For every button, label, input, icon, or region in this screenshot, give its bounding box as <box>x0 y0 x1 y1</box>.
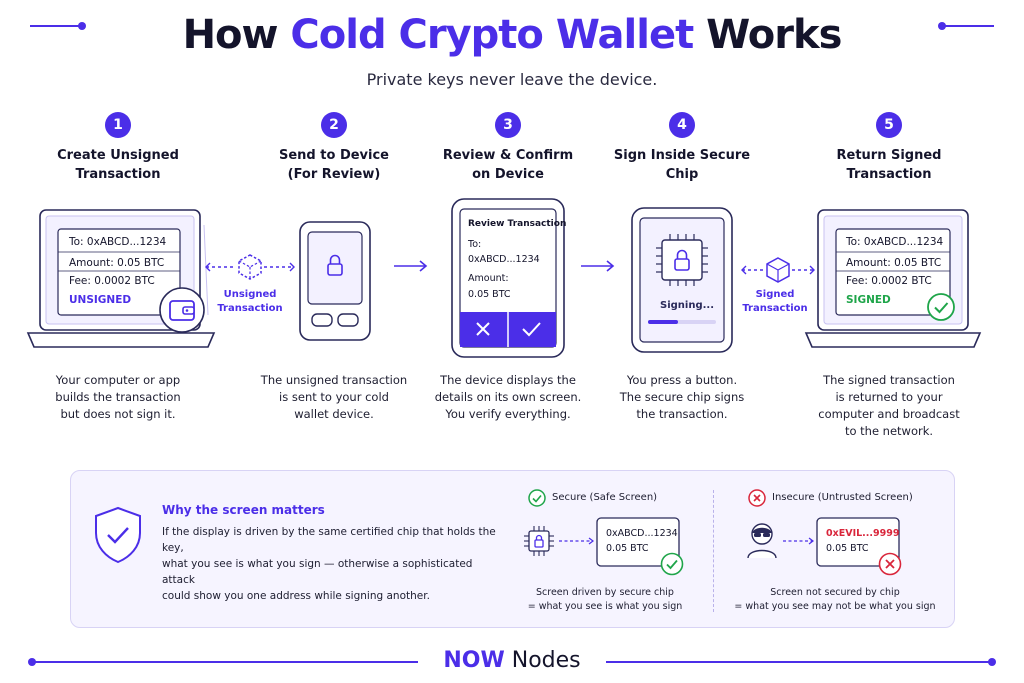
laptop5-to: To: 0xABCD...1234 <box>846 236 944 248</box>
laptop1-amount: Amount: 0.05 BTC <box>69 257 165 269</box>
step-2-number: 2 <box>321 112 347 138</box>
signed-transfer-connector <box>741 257 815 283</box>
insecure-address: 0xEVIL...9999 <box>826 528 900 539</box>
laptop1-to: To: 0xABCD...1234 <box>69 236 167 248</box>
decor-dot-top-left <box>78 22 86 30</box>
device4-signing-label: Signing... <box>660 300 715 311</box>
decor-dot-bottom-right <box>988 658 996 666</box>
laptop5-status: SIGNED <box>846 294 891 306</box>
secure-check-icon <box>528 489 546 507</box>
device-review-illustration <box>451 198 565 358</box>
why-body: If the display is driven by the same cer… <box>162 526 496 602</box>
laptop5-fee: Fee: 0.0002 BTC <box>846 275 932 287</box>
step-4-description: You press a button.The secure chip signs… <box>619 373 745 421</box>
shield-check-icon <box>95 506 141 564</box>
decor-line-bottom-right <box>606 661 990 663</box>
arrow-step2-to-step3 <box>394 260 428 272</box>
page-title: How Cold Crypto Wallet Works <box>182 12 843 58</box>
decor-line-top-right <box>944 25 994 27</box>
laptop1-status: UNSIGNED <box>69 294 132 306</box>
secure-caption: Screen driven by secure chip= what you s… <box>527 587 683 612</box>
secure-verified-icon <box>660 552 684 576</box>
laptop1-fee: Fee: 0.0002 BTC <box>69 275 155 287</box>
device3-to-value: 0xABCD...1234 <box>468 254 540 265</box>
wallet-icon <box>159 287 205 333</box>
insecure-connector <box>783 537 814 545</box>
secure-chip-icon <box>524 526 554 556</box>
laptop5-amount: Amount: 0.05 BTC <box>846 257 942 269</box>
why-screen-matters-panel <box>70 470 955 628</box>
laptop-unsigned-illustration <box>26 209 216 348</box>
hacker-icon <box>747 523 777 559</box>
why-title: Why the screen matters <box>162 503 325 517</box>
step-3-number: 3 <box>495 112 521 138</box>
brand-logo: NOW Nodes <box>443 648 581 673</box>
decor-line-top-left <box>30 25 80 27</box>
device3-amount-value: 0.05 BTC <box>468 289 511 300</box>
secure-screen-frame <box>596 517 680 567</box>
secure-amount: 0.05 BTC <box>606 543 649 554</box>
step-5-number: 5 <box>876 112 902 138</box>
signing-progress-fill <box>648 320 678 324</box>
device-signing-illustration <box>631 207 733 353</box>
insecure-amount: 0.05 BTC <box>826 543 869 554</box>
secure-connector <box>559 537 594 545</box>
device3-to-label: To: <box>468 239 482 250</box>
insecure-rejected-icon <box>878 552 902 576</box>
step-1-number: 1 <box>105 112 131 138</box>
decor-dot-top-right <box>938 22 946 30</box>
decor-line-bottom-left <box>34 661 418 663</box>
insecure-x-icon <box>748 489 766 507</box>
check-circle-icon <box>927 293 955 321</box>
insecure-heading: Insecure (Untrusted Screen) <box>772 492 913 503</box>
secure-heading: Secure (Safe Screen) <box>552 492 658 503</box>
device3-amount-label: Amount: <box>468 273 509 284</box>
page-subtitle: Private keys never leave the device. <box>366 70 658 89</box>
unsigned-transfer-connector <box>205 254 295 280</box>
insecure-caption: Screen not secured by chip= what you see… <box>734 587 936 612</box>
device3-heading: Review Transaction <box>468 219 567 229</box>
device-locked-illustration <box>299 221 371 341</box>
arrow-step3-to-step4 <box>581 260 615 272</box>
decor-dot-bottom-left <box>28 658 36 666</box>
comparison-divider <box>713 490 714 612</box>
step-4-number: 4 <box>669 112 695 138</box>
insecure-screen-frame <box>816 517 900 567</box>
secure-address: 0xABCD...1234 <box>606 528 678 539</box>
step-2-title: Send to Device(For Review) <box>279 148 389 182</box>
